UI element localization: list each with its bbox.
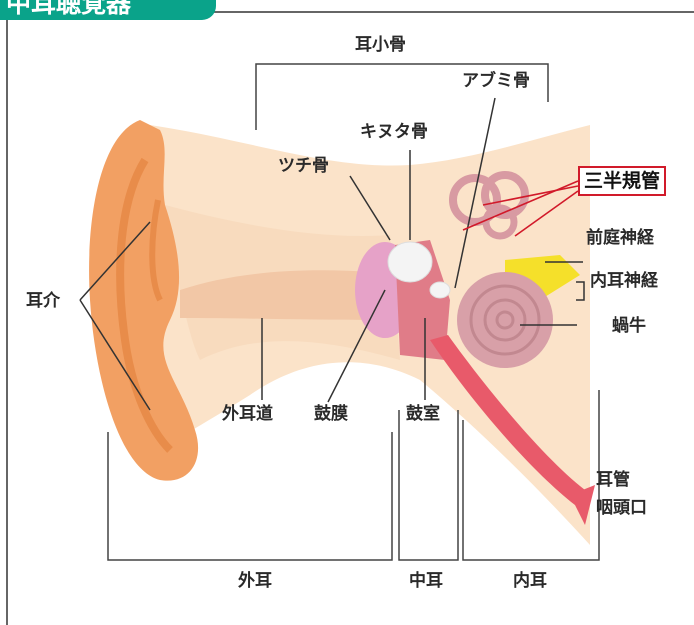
- ossicles-bracket: [255, 63, 549, 130]
- label-ossicles: 耳小骨: [355, 35, 406, 55]
- ear-canal-tube: [180, 270, 375, 320]
- label-outer-ear: 外耳: [238, 571, 272, 591]
- malleus-bone: [387, 241, 433, 283]
- page-title-text: 中耳聴覚器: [6, 0, 132, 18]
- canal-1: [449, 174, 501, 226]
- label-cochlea: 蝸牛: [612, 316, 646, 336]
- label-malleus: ツチ骨: [278, 156, 329, 176]
- label-semicircular-canals: 三半規管: [578, 166, 667, 196]
- canal-3: [482, 204, 518, 240]
- label-tympanic-cavity: 鼓室: [406, 404, 440, 424]
- cochlea-ring-1: [469, 284, 541, 356]
- label-eustachian-tube: 耳管: [596, 470, 630, 490]
- label-eardrum: 鼓膜: [314, 404, 348, 424]
- cochlea-ring-2: [483, 298, 527, 342]
- label-middle-ear: 中耳: [409, 571, 443, 591]
- auricle-rim: [116, 157, 173, 453]
- auricle-shape: [89, 120, 199, 481]
- region-brackets: [107, 390, 600, 561]
- label-stapes: アブミ骨: [462, 71, 530, 91]
- label-incus: キヌタ骨: [360, 122, 428, 142]
- label-vestibular-nerve: 前庭神経: [586, 228, 654, 248]
- label-auricle: 耳介: [26, 291, 60, 311]
- label-ear-canal: 外耳道: [222, 404, 273, 424]
- label-inner-ear-nerve: 内耳神経: [590, 271, 658, 291]
- label-inner-ear: 内耳: [513, 571, 547, 591]
- label-pharyngeal-opening: 咽頭口: [596, 498, 647, 518]
- tube-opening: [570, 485, 595, 525]
- page-title: 中耳聴覚器: [0, 0, 216, 20]
- eustachian-tube: [430, 335, 585, 505]
- leader-lines: [79, 97, 585, 411]
- cochlea-ring-3: [495, 310, 515, 330]
- semicircular-leaders: [462, 180, 579, 237]
- stapes-bone: [429, 281, 451, 299]
- auricle-inner: [149, 199, 163, 302]
- canal-2: [481, 171, 529, 219]
